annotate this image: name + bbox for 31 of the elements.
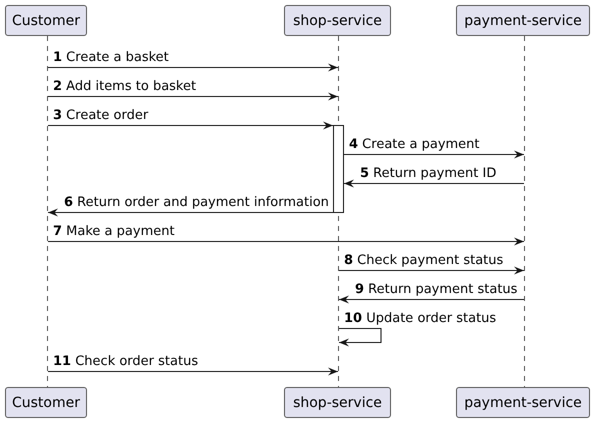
message-arrow bbox=[344, 180, 524, 188]
message-arrow bbox=[344, 150, 524, 158]
message-label: 8 Check payment status bbox=[344, 253, 504, 268]
message-arrow bbox=[48, 238, 524, 246]
participant-box: Customer bbox=[5, 387, 87, 418]
message-label: 7 Make a payment bbox=[53, 224, 175, 239]
message-arrow bbox=[48, 64, 338, 72]
message-label: 3 Create order bbox=[53, 108, 148, 123]
message-label: 1 Create a basket bbox=[53, 50, 169, 65]
message-arrow bbox=[48, 208, 334, 216]
activation-bar bbox=[333, 125, 344, 213]
message-arrow bbox=[338, 266, 524, 274]
message-arrow bbox=[48, 92, 338, 100]
message-arrow bbox=[338, 328, 382, 346]
message-arrow bbox=[48, 368, 338, 376]
lifeline bbox=[524, 36, 525, 387]
participant-box: payment-service bbox=[456, 5, 590, 36]
message-arrow bbox=[338, 296, 524, 304]
message-label: 11 Check order status bbox=[53, 354, 198, 369]
participant-box: payment-service bbox=[456, 387, 590, 418]
message-label: 9 Return payment status bbox=[355, 282, 518, 297]
message-label: 10 Update order status bbox=[344, 311, 496, 326]
participant-box: Customer bbox=[5, 5, 87, 36]
message-arrow bbox=[48, 122, 334, 130]
participant-box: shop-service bbox=[284, 5, 391, 36]
message-label: 2 Add items to basket bbox=[53, 79, 196, 94]
message-label: 6 Return order and payment information bbox=[64, 195, 329, 210]
message-label: 5 Return payment ID bbox=[360, 166, 496, 181]
message-label: 4 Create a payment bbox=[349, 137, 480, 152]
lifeline bbox=[47, 36, 48, 387]
participant-box: shop-service bbox=[284, 387, 391, 418]
